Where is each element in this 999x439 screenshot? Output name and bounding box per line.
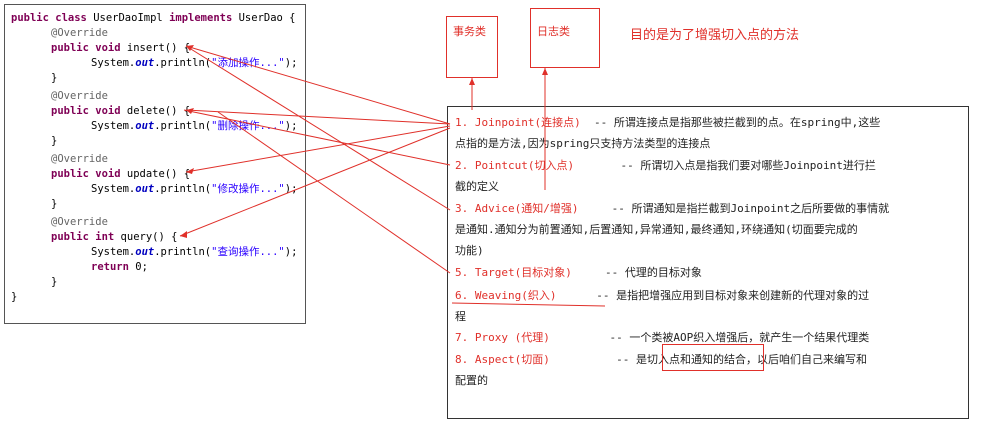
- concept-advice-cont: 是通知.通知分为前置通知,后置通知,异常通知,最终通知,环绕通知(切面要完成的: [455, 223, 858, 236]
- arrowhead: [542, 68, 548, 75]
- statement: System.out.println("删除操作...");: [91, 120, 298, 132]
- class-closing-brace: }: [11, 291, 18, 303]
- concept-joinpoint: 1. Joinpoint(连接点) -- 所谓连接点是指那些被拦截到的点。在sp…: [455, 116, 881, 129]
- concept-pointcut-cont: 截的定义: [455, 180, 499, 193]
- highlight-box: [662, 344, 764, 371]
- override-annotation: @Override: [51, 90, 108, 102]
- concept-weaving: 6. Weaving(织入) -- 是指把增强应用到目标对象来创建新的代理对象的…: [455, 289, 870, 302]
- code-panel: public class UserDaoImpl implements User…: [4, 4, 306, 324]
- closing-brace: }: [51, 135, 58, 147]
- return-statement: return 0;: [91, 261, 148, 273]
- concept-aspect: 8. Aspect(切面) -- 是切入点和通知的结合，以后咱们自己来编写和: [455, 353, 867, 366]
- statement: System.out.println("添加操作...");: [91, 57, 298, 69]
- concept-weaving-cont: 程: [455, 310, 466, 323]
- concept-proxy: 7. Proxy (代理) -- 一个类被AOP织入增强后，就产生一个结果代理类: [455, 331, 870, 344]
- concept-aspect-cont: 配置的: [455, 374, 488, 387]
- aop-concepts-panel: 1. Joinpoint(连接点) -- 所谓连接点是指那些被拦截到的点。在sp…: [447, 106, 969, 419]
- method-insert: public void insert() {: [51, 42, 191, 54]
- statement: System.out.println("查询操作...");: [91, 246, 298, 258]
- override-annotation: @Override: [51, 27, 108, 39]
- closing-brace: }: [51, 198, 58, 210]
- concept-advice: 3. Advice(通知/增强) -- 所谓通知是指拦截到Joinpoint之后…: [455, 202, 890, 215]
- log-class-box: 日志类: [530, 8, 600, 68]
- concept-joinpoint-cont: 点指的是方法,因为spring只支持方法类型的连接点: [455, 137, 711, 150]
- transaction-class-box: 事务类: [446, 16, 498, 78]
- closing-brace: }: [51, 72, 58, 84]
- statement: System.out.println("修改操作...");: [91, 183, 298, 195]
- arrowhead: [469, 78, 475, 85]
- concept-advice-cont2: 功能): [455, 244, 484, 257]
- purpose-note: 目的是为了增强切入点的方法: [630, 28, 800, 43]
- concept-target: 5. Target(目标对象) -- 代理的目标对象: [455, 266, 702, 279]
- method-query: public int query() {: [51, 231, 178, 243]
- class-declaration: public class UserDaoImpl implements User…: [11, 12, 296, 24]
- method-delete: public void delete() {: [51, 105, 191, 117]
- override-annotation: @Override: [51, 153, 108, 165]
- method-update: public void update() {: [51, 168, 191, 180]
- concept-pointcut: 2. Pointcut(切入点) -- 所谓切入点是指我们要对哪些Joinpoi…: [455, 159, 876, 172]
- override-annotation: @Override: [51, 216, 108, 228]
- closing-brace: }: [51, 276, 58, 288]
